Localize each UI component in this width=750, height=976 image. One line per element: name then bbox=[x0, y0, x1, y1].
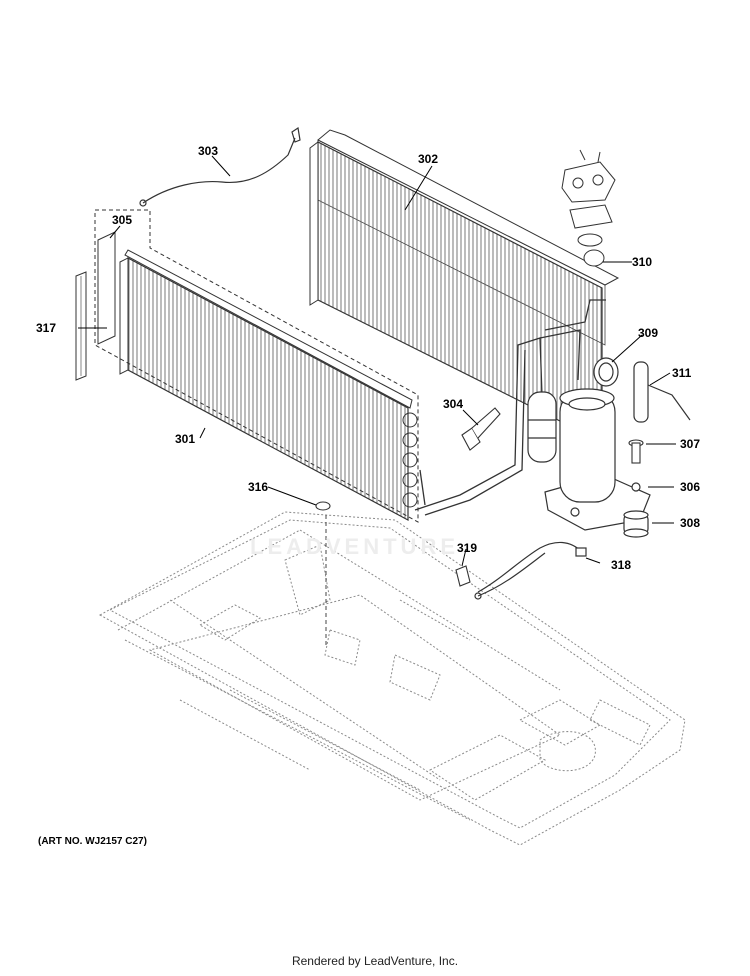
clip-319[interactable] bbox=[455, 565, 471, 587]
part-306-label[interactable]: 306 bbox=[680, 480, 701, 494]
accumulator[interactable] bbox=[527, 391, 557, 463]
tube-311[interactable] bbox=[633, 361, 691, 423]
side-strip-317[interactable] bbox=[75, 271, 87, 381]
part-318-label[interactable]: 318 bbox=[611, 558, 632, 572]
terminal-cover-310[interactable] bbox=[561, 149, 616, 267]
footer-credit: Rendered by LeadVenture, Inc. bbox=[291, 954, 459, 968]
part-302-label[interactable]: 302 bbox=[418, 152, 439, 166]
part-309-label[interactable]: 309 bbox=[638, 326, 659, 340]
part-308-label[interactable]: 308 bbox=[680, 516, 701, 530]
part-303-label[interactable]: 303 bbox=[198, 144, 219, 158]
base-pan bbox=[98, 511, 686, 846]
bracket-305[interactable] bbox=[97, 231, 116, 345]
leader-lines bbox=[78, 155, 676, 567]
part-311-label[interactable]: 311 bbox=[672, 366, 692, 380]
refrigerant-tubing bbox=[414, 299, 606, 516]
art-number: (ART NO. WJ2157 C27) bbox=[38, 836, 147, 847]
bolt-307[interactable] bbox=[628, 439, 644, 464]
evaporator-coil[interactable] bbox=[119, 249, 418, 522]
part-316-label[interactable]: 316 bbox=[248, 480, 269, 494]
part-304-label[interactable]: 304 bbox=[443, 397, 464, 411]
watermark: LEADVENTURE bbox=[250, 534, 460, 559]
part-310-label[interactable]: 310 bbox=[632, 255, 653, 269]
grommet-308[interactable] bbox=[623, 510, 649, 538]
part-317-label[interactable]: 317 bbox=[36, 321, 57, 335]
sensor-wire-303[interactable] bbox=[139, 126, 301, 207]
plug-316[interactable] bbox=[315, 501, 331, 511]
overload-309[interactable] bbox=[593, 357, 619, 387]
condenser-coil[interactable] bbox=[309, 129, 620, 443]
part-301-label[interactable]: 301 bbox=[175, 432, 196, 446]
part-319-label[interactable]: 319 bbox=[457, 541, 478, 555]
valve-304[interactable] bbox=[461, 407, 501, 451]
wire-harness-318[interactable] bbox=[474, 541, 587, 600]
part-305-label[interactable]: 305 bbox=[112, 213, 133, 227]
part-307-label[interactable]: 307 bbox=[680, 437, 701, 451]
